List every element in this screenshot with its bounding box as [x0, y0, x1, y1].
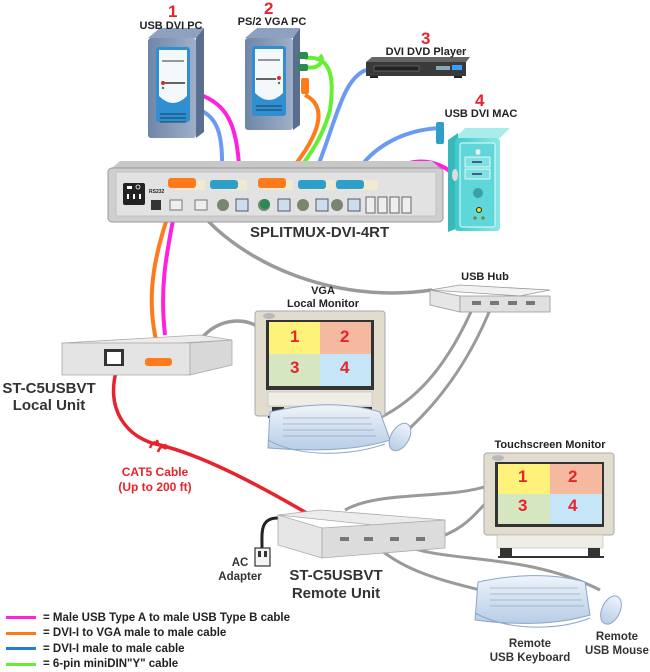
cable-hub-mouse [410, 305, 492, 428]
switch-label: SPLITMUX-DVI-4RT [250, 225, 389, 242]
touch-quadrant-4-label: 4 [568, 497, 577, 516]
ac-adapter-label-2: Adapter [213, 571, 267, 584]
legend-text-dvi: = DVI-I male to male cable [43, 643, 185, 655]
legend-item-dvi-vga: = DVI-I to VGA male to male cable [6, 626, 290, 642]
legend-item-usb: = Male USB Type A to male USB Type B cab… [6, 610, 290, 626]
remote-mouse-label-2: USB Mouse [582, 645, 650, 658]
usb-hub [430, 285, 550, 312]
local-monitor [255, 311, 385, 418]
touch-quadrant-3-label: 3 [518, 497, 527, 516]
legend-swatch-usb [6, 616, 36, 619]
dvi-plug [210, 180, 238, 189]
cat5-label-2: (Up to 200 ft) [100, 481, 210, 494]
minidin-connector [298, 64, 308, 71]
dvd-player [366, 57, 470, 78]
legend-item-dvi: = DVI-I male to male cable [6, 641, 290, 657]
local-quadrant-2-label: 2 [340, 328, 349, 347]
local-monitor-label-2: Local Monitor [278, 298, 368, 310]
pc2-label: PS/2 VGA PC [232, 16, 312, 28]
rs232-label: RS232 [149, 190, 164, 196]
local-unit-label-1: ST-C5USBVT [0, 381, 98, 398]
cable-remote-touch-1 [345, 485, 490, 510]
pc1-tower [148, 28, 204, 138]
legend-swatch-dvi [6, 647, 36, 650]
legend-text-usb: = Male USB Type A to male USB Type B cab… [43, 612, 290, 624]
mac-label: USB DVI MAC [436, 108, 526, 120]
touchscreen-monitor [484, 453, 614, 558]
cable-hub-keyboard [375, 305, 474, 420]
remote-unit-label-2: Remote Unit [282, 586, 390, 603]
cat5-label-1: CAT5 Cable [100, 466, 210, 479]
dvi-plug [298, 180, 326, 189]
legend-item-minidin: = 6-pin miniDIN"Y" cable [6, 657, 290, 672]
dvi-connector [436, 122, 444, 144]
cable-ac [262, 518, 278, 548]
ac-adapter-label-1: AC [215, 557, 265, 570]
dvi-plug [258, 178, 286, 188]
vga-plug [145, 358, 172, 366]
pc2-tower [245, 28, 309, 130]
touch-quadrant-1-label: 1 [518, 468, 527, 487]
pc1-number: 1 [168, 3, 177, 22]
mac-tower [436, 122, 510, 232]
local-unit [62, 335, 232, 375]
legend-text-dvi-vga: = DVI-I to VGA male to male cable [43, 627, 226, 639]
rs232-port [151, 200, 161, 210]
vga-connector [301, 78, 309, 94]
local-quadrant-4-label: 4 [340, 359, 349, 378]
legend-text-minidin: = 6-pin miniDIN"Y" cable [43, 658, 178, 670]
remote-keyboard [475, 576, 590, 628]
touch-monitor-label: Touchscreen Monitor [490, 439, 610, 451]
local-unit-label-2: Local Unit [0, 398, 98, 415]
remote-unit-label-1: ST-C5USBVT [282, 568, 390, 585]
dvi-plug [336, 180, 364, 189]
dvi-plug [168, 178, 196, 188]
minidin-connector [298, 52, 308, 59]
local-monitor-label-1: VGA [278, 285, 368, 297]
remote-keyboard-label-1: Remote [480, 638, 580, 651]
local-quadrant-1-label: 1 [290, 328, 299, 347]
remote-mouse-label-1: Remote [582, 631, 650, 644]
legend-swatch-dvi-vga [6, 632, 36, 635]
usb-hub-label: USB Hub [455, 271, 515, 283]
minidin-plug [260, 199, 270, 209]
dvd-label: DVI DVD Player [376, 46, 476, 58]
remote-mouse [597, 593, 626, 628]
cable-legend: = Male USB Type A to male USB Type B cab… [6, 610, 290, 672]
local-quadrant-3-label: 3 [290, 359, 299, 378]
touch-quadrant-2-label: 2 [568, 468, 577, 487]
local-keyboard [268, 405, 390, 454]
pc1-label: USB DVI PC [130, 20, 212, 32]
legend-swatch-minidin [6, 663, 36, 666]
remote-keyboard-label-2: USB Keyboard [480, 652, 580, 665]
